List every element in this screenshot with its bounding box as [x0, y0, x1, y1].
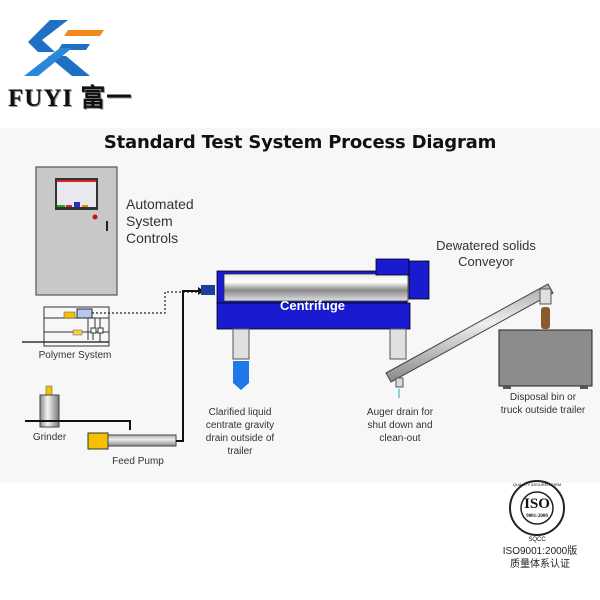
iso-caption-line: ISO9001:2000版	[502, 546, 578, 557]
iso-ring-text: QUALITY ASSURED FIRM	[513, 482, 561, 487]
polymer-line	[92, 291, 198, 314]
iso-standard: 9001:2000	[526, 514, 548, 519]
disposal-bin-label: Disposal bin or truck outside trailer	[486, 391, 600, 417]
inlet-coupling	[201, 285, 215, 295]
clarified-label-line: trailer	[227, 446, 253, 457]
disposal-label-line: Disposal bin or	[509, 392, 577, 403]
disposal-label-line: truck outside trailer	[500, 405, 586, 416]
clarified-liquid-label: Clarified liquid centrate gravity drain …	[190, 406, 290, 458]
feed-pump-label: Feed Pump	[112, 456, 164, 467]
brand-name-cn: 富一	[80, 85, 133, 112]
grinder-unit	[39, 385, 60, 428]
iso-badge: ISO	[524, 496, 550, 512]
controls-label: Automated System Controls	[126, 196, 194, 247]
centrifuge	[216, 258, 430, 390]
controls-label-line: Controls	[126, 230, 179, 246]
polymer-system-unit	[22, 306, 110, 347]
control-cabinet	[35, 166, 118, 296]
centrifuge-label: Centrifuge	[280, 298, 345, 313]
fuyi-logo-icon	[24, 20, 104, 76]
centrate-flow	[233, 361, 249, 390]
conveyor-label-line: Dewatered solids	[436, 238, 536, 253]
conveyor-label-line: Conveyor	[458, 254, 514, 269]
iso-caption: ISO9001:2000版 质量体系认证	[480, 545, 600, 571]
iso-certification-seal: ISO 9001:2000 SQCC QUALITY ASSURED FIRM	[509, 480, 565, 543]
disposal-bin	[498, 329, 593, 389]
controls-label-line: System	[126, 213, 173, 229]
polymer-system-label: Polymer System	[38, 350, 112, 361]
auger-label-line: shut down and	[367, 420, 433, 431]
auger-drain-label: Auger drain for shut down and clean-out	[350, 406, 450, 445]
grinder-label: Grinder	[32, 432, 67, 443]
clarified-label-line: Clarified liquid	[208, 407, 272, 418]
brand-name: FUYI 富一	[8, 78, 132, 114]
auger-label-line: Auger drain for	[366, 407, 434, 418]
controls-label-line: Automated	[126, 196, 194, 212]
auger-label-line: clean-out	[379, 433, 421, 444]
indicator-light-icon	[92, 214, 98, 220]
feed-line	[176, 290, 198, 442]
grinder-line	[25, 420, 131, 430]
conveyor-label: Dewatered solids Conveyor	[418, 238, 554, 270]
solids-discharge	[541, 307, 550, 329]
brand-name-latin: FUYI	[8, 85, 74, 112]
dewatered-solids-conveyor	[385, 283, 554, 398]
clarified-label-line: centrate gravity	[205, 420, 275, 431]
feed-pump-unit	[87, 432, 177, 450]
diagram-title: Standard Test System Process Diagram	[103, 132, 497, 153]
clarified-label-line: drain outside of	[205, 433, 275, 444]
iso-org: SQCC	[528, 537, 546, 543]
iso-caption-line: 质量体系认证	[510, 559, 570, 570]
